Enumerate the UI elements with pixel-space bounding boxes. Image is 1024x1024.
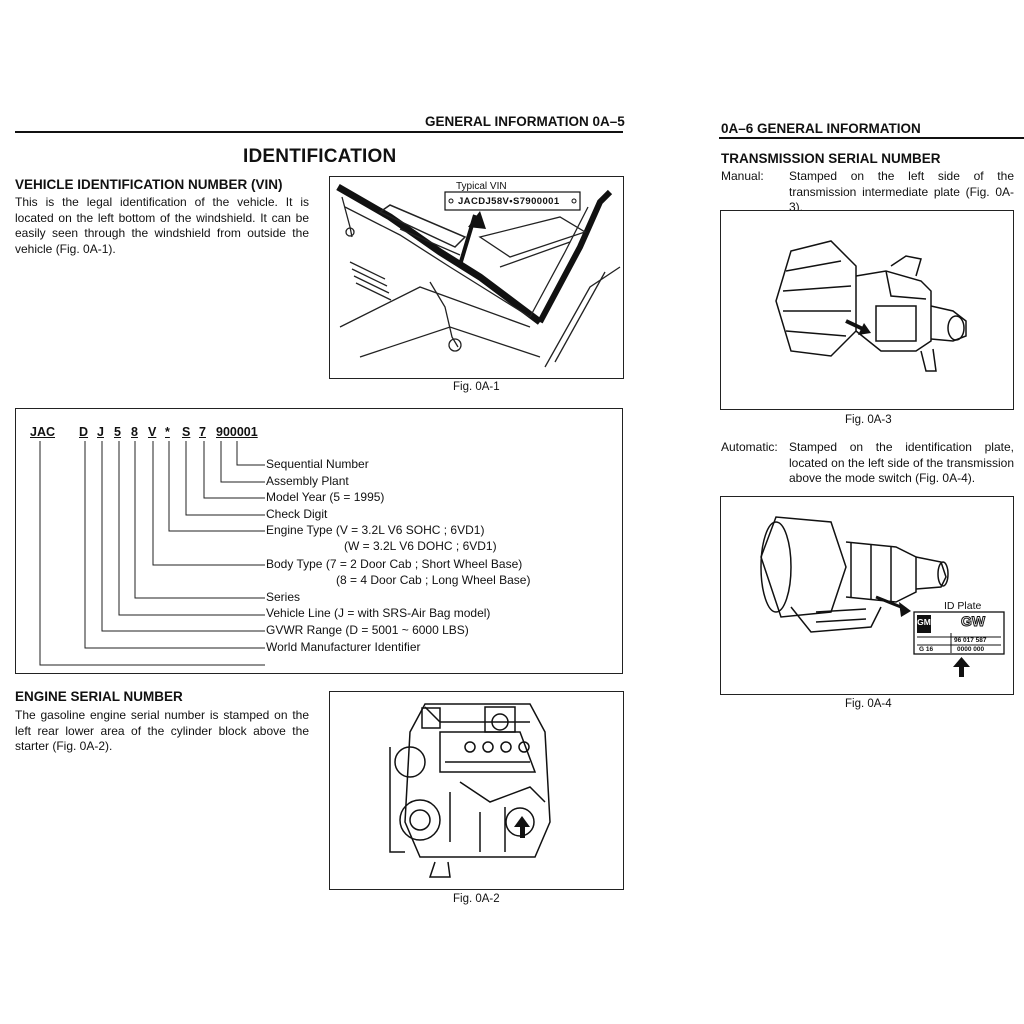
vin-char-engine: V <box>148 425 157 439</box>
fig-0a-4-caption: Fig. 0A-4 <box>845 698 892 710</box>
gw-logo: GW <box>960 613 986 630</box>
typical-vin-label: Typical VIN <box>456 181 507 192</box>
vin-heading: VEHICLE IDENTIFICATION NUMBER (VIN) <box>15 177 283 192</box>
figure-0a-3 <box>720 210 1014 410</box>
vin-char-gvwr: D <box>79 425 89 439</box>
gm-logo: GM <box>917 617 931 627</box>
vin-char-sequence: 900001 <box>216 425 258 439</box>
engine-heading: ENGINE SERIAL NUMBER <box>15 689 183 704</box>
vin-label-wmi: World Manufacturer Identifier <box>266 640 421 654</box>
vin-label-body: Body Type (7 = 2 Door Cab ; Short Wheel … <box>266 557 523 571</box>
manual-text: Stamped on the left side of the transmis… <box>789 169 1014 214</box>
vin-label-series: Series <box>266 590 301 604</box>
manual-transmission-illustration <box>775 240 967 372</box>
engine-illustration <box>389 703 551 878</box>
vin-code-leader-lines <box>39 441 265 666</box>
vin-code-box <box>15 408 623 674</box>
right-page-header: 0A–6 GENERAL INFORMATION <box>721 121 921 136</box>
fig-0a-3-caption: Fig. 0A-3 <box>845 414 892 426</box>
figure-0a-2 <box>329 691 624 890</box>
vin-body-text: This is the legal identification of the … <box>15 195 309 256</box>
windshield-illustration <box>336 183 621 368</box>
plate-code: G 16 <box>919 646 934 653</box>
manual-label: Manual: <box>721 169 764 183</box>
left-page-header: GENERAL INFORMATION 0A–5 <box>425 114 625 129</box>
vin-char-check: * <box>165 425 170 439</box>
vin-label-engine-alt: (W = 3.2L V6 DOHC ; 6VD1) <box>344 539 497 553</box>
vin-label-year: Model Year (5 = 1995) <box>266 490 385 504</box>
vin-label-line: Vehicle Line (J = with SRS-Air Bag model… <box>266 606 491 620</box>
vin-char-plant: 7 <box>199 425 206 439</box>
page-title: IDENTIFICATION <box>243 146 397 167</box>
right-header-rule <box>719 137 1024 139</box>
vin-label-check: Check Digit <box>266 507 328 521</box>
vin-label-plant: Assembly Plant <box>266 474 349 488</box>
vin-label-engine: Engine Type (V = 3.2L V6 SOHC ; 6VD1) <box>266 523 485 537</box>
vin-char-line: J <box>97 425 104 439</box>
plate-part-number: 96 017 587 <box>954 637 987 644</box>
vin-char-year: S <box>182 425 191 439</box>
figure-0a-4: GM GW 96 017 587 G 16 0000 000 ID Plate <box>720 496 1014 695</box>
engine-body-text: The gasoline engine serial number is sta… <box>15 708 309 753</box>
fig-0a-1-caption: Fig. 0A-1 <box>453 381 500 393</box>
id-plate-label: ID Plate <box>944 600 982 612</box>
vin-char-wmi: JAC <box>30 425 56 439</box>
automatic-text: Stamped on the identification plate, loc… <box>789 440 1014 485</box>
vin-label-sequential: Sequential Number <box>266 457 369 471</box>
automatic-transmission-illustration <box>760 516 1005 677</box>
transmission-heading: TRANSMISSION SERIAL NUMBER <box>721 151 941 166</box>
vin-char-body: 8 <box>131 425 138 439</box>
figure-0a-1: Typical VIN JACDJ58V•S7900001 <box>329 176 624 379</box>
fig-0a-2-caption: Fig. 0A-2 <box>453 893 500 905</box>
automatic-label: Automatic: <box>721 440 778 454</box>
vin-plate-text: JACDJ58V•S7900001 <box>458 196 560 207</box>
vin-label-body-alt: (8 = 4 Door Cab ; Long Wheel Base) <box>336 573 531 587</box>
vin-label-gvwr: GVWR Range (D = 5001 ~ 6000 LBS) <box>266 623 469 637</box>
vin-char-series: 5 <box>114 425 121 439</box>
left-header-rule <box>15 131 623 133</box>
plate-serial: 0000 000 <box>957 646 985 653</box>
